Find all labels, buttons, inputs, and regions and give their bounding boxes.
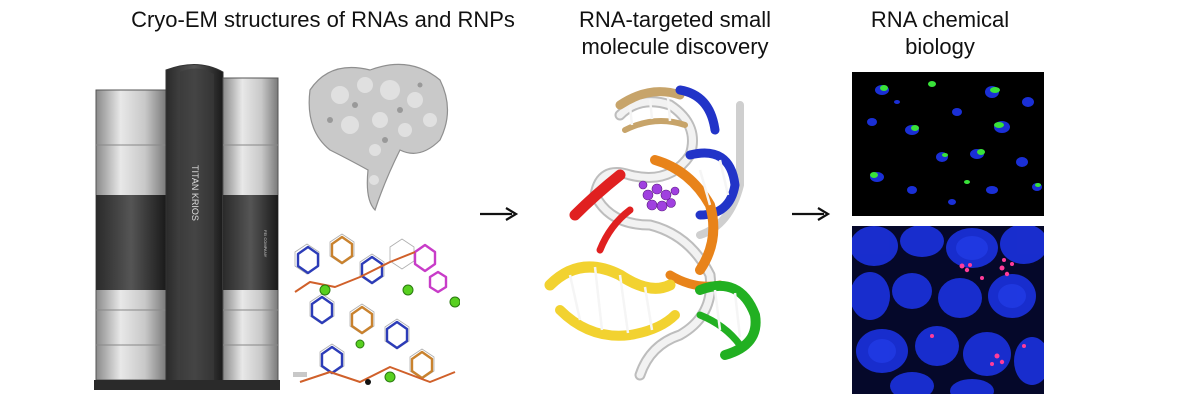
chemical-biology-title: RNA chemical biology	[870, 7, 1010, 59]
small-molecule-title: RNA-targeted small molecule discovery	[579, 7, 771, 59]
arrow-to-small-molecule	[480, 207, 519, 221]
rna-small-molecule-structure-image	[544, 85, 761, 381]
cell-microscopy-image-top	[852, 72, 1044, 216]
cryo-em-title: Cryo-EM structures of RNAs and RNPs	[131, 7, 515, 32]
microscope-maker-text: FEI COMPANY	[263, 230, 268, 258]
arrow-to-chemical-biology	[792, 207, 831, 221]
cell-microscopy-image-bottom	[852, 226, 1044, 394]
cryo-em-microscope-image: TITAN KRIOS FEI COMPANY	[94, 64, 280, 390]
cryo-em-density-map-image	[308, 63, 449, 212]
microscope-brand-text: TITAN KRIOS	[190, 165, 200, 221]
cryo-em-atomic-model-image	[290, 232, 460, 397]
